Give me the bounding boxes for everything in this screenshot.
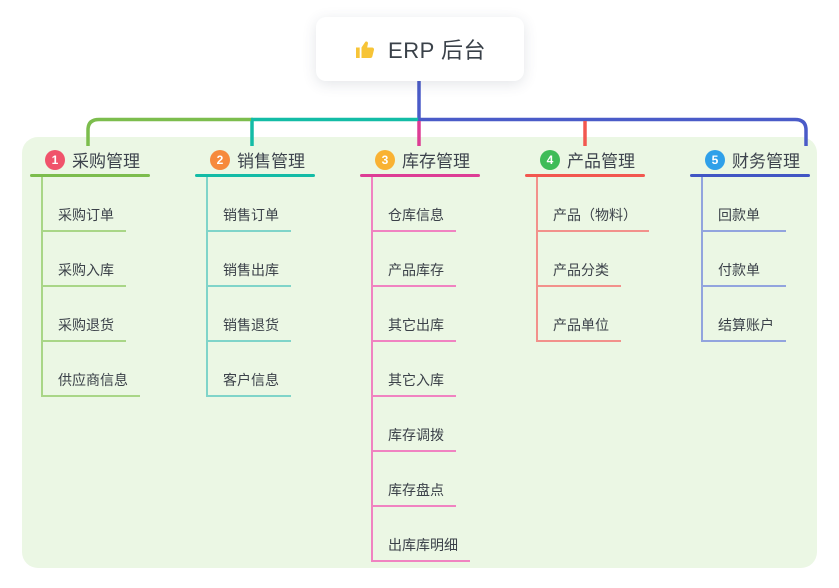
child-node[interactable]: 出库库明细 <box>371 507 470 562</box>
child-node[interactable]: 产品单位 <box>536 287 621 342</box>
child-node-label: 出库库明细 <box>388 537 458 553</box>
child-node-label: 付款单 <box>718 262 760 278</box>
child-node[interactable]: 其它入库 <box>371 342 456 397</box>
branch-trunk-line <box>41 177 43 397</box>
child-node-label: 采购退货 <box>58 317 114 333</box>
branch-children: 仓库信息 产品库存 其它出库 其它入库 库存调拨 库存盘点 出库库明细 <box>358 177 518 562</box>
branch-header[interactable]: 5 财务管理 <box>688 145 839 174</box>
child-node-label: 供应商信息 <box>58 372 128 388</box>
branch-number-badge: 2 <box>210 149 230 170</box>
child-node-label: 产品（物料） <box>553 207 637 223</box>
child-node[interactable]: 产品分类 <box>536 232 621 287</box>
branch-trunk-line <box>371 177 373 562</box>
mindmap-group-panel <box>22 137 817 568</box>
root-node-label: ERP 后台 <box>388 38 486 63</box>
child-node-label: 库存调拨 <box>388 427 444 443</box>
child-node[interactable]: 采购订单 <box>41 177 126 232</box>
branch-underline <box>195 174 315 177</box>
branch-node[interactable]: 1 采购管理 采购订单 采购入库 采购退货 供应商信息 <box>28 145 188 397</box>
branch-node[interactable]: 2 销售管理 销售订单 销售出库 销售退货 客户信息 <box>193 145 353 397</box>
branch-children: 采购订单 采购入库 采购退货 供应商信息 <box>28 177 188 397</box>
child-node[interactable]: 销售出库 <box>206 232 291 287</box>
child-node[interactable]: 其它出库 <box>371 287 456 342</box>
child-node[interactable]: 仓库信息 <box>371 177 456 232</box>
root-node-erp[interactable]: ERP 后台 <box>316 17 524 81</box>
branch-number-badge: 4 <box>540 149 560 170</box>
branch-title: 财务管理 <box>732 152 800 171</box>
child-node-label: 产品分类 <box>553 262 609 278</box>
child-node-label: 客户信息 <box>223 372 279 388</box>
branch-node[interactable]: 3 库存管理 仓库信息 产品库存 其它出库 其它入库 库存调拨 库存盘点 出库库… <box>358 145 518 562</box>
branch-trunk-line <box>536 177 538 342</box>
child-node[interactable]: 产品库存 <box>371 232 456 287</box>
child-node[interactable]: 产品（物料） <box>536 177 649 232</box>
child-node-label: 采购订单 <box>58 207 114 223</box>
branch-children: 回款单 付款单 结算账户 <box>688 177 839 342</box>
child-node[interactable]: 供应商信息 <box>41 342 140 397</box>
child-node-label: 仓库信息 <box>388 207 444 223</box>
branch-trunk-line <box>206 177 208 397</box>
branch-underline <box>360 174 480 177</box>
child-node-label: 其它入库 <box>388 372 444 388</box>
branch-trunk-line <box>701 177 703 342</box>
branch-header[interactable]: 2 销售管理 <box>193 145 353 174</box>
branch-title: 销售管理 <box>237 152 305 171</box>
child-node[interactable]: 库存调拨 <box>371 397 456 452</box>
branch-header[interactable]: 3 库存管理 <box>358 145 518 174</box>
branch-node[interactable]: 4 产品管理 产品（物料） 产品分类 产品单位 <box>523 145 683 342</box>
child-node[interactable]: 销售订单 <box>206 177 291 232</box>
child-node[interactable]: 客户信息 <box>206 342 291 397</box>
child-node[interactable]: 采购退货 <box>41 287 126 342</box>
child-node[interactable]: 回款单 <box>701 177 786 232</box>
child-node-label: 采购入库 <box>58 262 114 278</box>
child-node-label: 产品单位 <box>553 317 609 333</box>
thumbs-up-icon <box>354 37 378 61</box>
branch-underline <box>525 174 645 177</box>
child-node-label: 销售退货 <box>223 317 279 333</box>
child-node[interactable]: 结算账户 <box>701 287 786 342</box>
branch-node[interactable]: 5 财务管理 回款单 付款单 结算账户 <box>688 145 839 342</box>
child-node-label: 库存盘点 <box>388 482 444 498</box>
branch-number-badge: 1 <box>45 149 65 170</box>
branch-underline <box>690 174 810 177</box>
child-node-label: 回款单 <box>718 207 760 223</box>
child-node[interactable]: 销售退货 <box>206 287 291 342</box>
branch-children: 销售订单 销售出库 销售退货 客户信息 <box>193 177 353 397</box>
branch-underline <box>30 174 150 177</box>
child-node[interactable]: 付款单 <box>701 232 786 287</box>
branch-title: 采购管理 <box>72 152 140 171</box>
branch-header[interactable]: 4 产品管理 <box>523 145 683 174</box>
branch-title: 库存管理 <box>402 152 470 171</box>
branch-title: 产品管理 <box>567 152 635 171</box>
branch-header[interactable]: 1 采购管理 <box>28 145 188 174</box>
child-node-label: 产品库存 <box>388 262 444 278</box>
child-node-label: 其它出库 <box>388 317 444 333</box>
child-node-label: 销售出库 <box>223 262 279 278</box>
child-node-label: 结算账户 <box>718 317 774 333</box>
child-node[interactable]: 采购入库 <box>41 232 126 287</box>
branch-number-badge: 5 <box>705 149 725 170</box>
branch-children: 产品（物料） 产品分类 产品单位 <box>523 177 683 342</box>
child-node[interactable]: 库存盘点 <box>371 452 456 507</box>
branch-number-badge: 3 <box>375 149 395 170</box>
child-node-label: 销售订单 <box>223 207 279 223</box>
